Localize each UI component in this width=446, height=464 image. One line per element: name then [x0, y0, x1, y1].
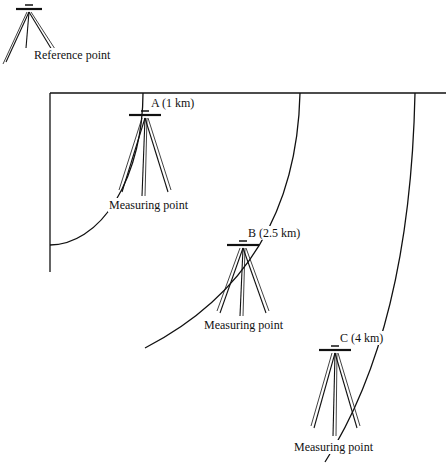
- tripod-symbol: [311, 346, 360, 436]
- reference-label: Reference point: [33, 48, 111, 62]
- measuring-label: Measuring point: [108, 198, 189, 212]
- range-arc: [145, 93, 300, 348]
- point-label: A (1 km): [150, 96, 195, 110]
- point-label: B (2.5 km): [247, 226, 301, 240]
- range-arc: [325, 93, 415, 462]
- measuring-label: Measuring point: [203, 318, 284, 332]
- point-label: C (4 km): [339, 331, 384, 345]
- tripod-symbol: [217, 241, 269, 316]
- baseline: [50, 92, 446, 93]
- tripod-symbol: [119, 111, 171, 196]
- measuring-label: Measuring point: [293, 440, 374, 454]
